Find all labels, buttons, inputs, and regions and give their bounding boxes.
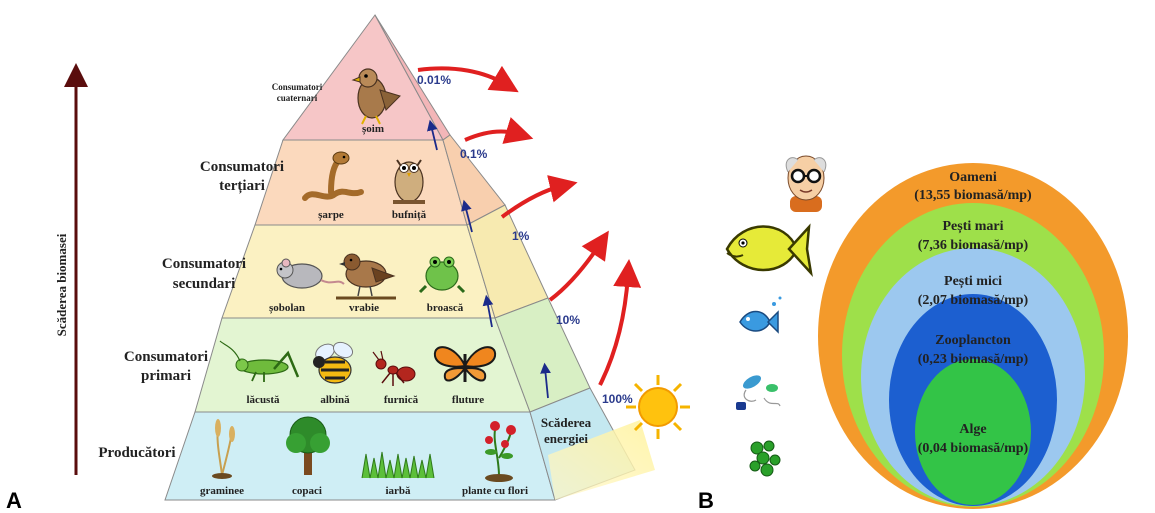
algae-icon xyxy=(750,441,780,476)
ring-value-small-fish: (2,07 biomasă/mp) xyxy=(918,293,1029,308)
percent-secondary: 1% xyxy=(512,229,530,243)
percent-producers: 100% xyxy=(602,392,633,406)
ring-label-humans: Oameni xyxy=(949,170,997,185)
organism-frog-label: broască xyxy=(427,302,464,314)
ring-value-algae: (0,04 biomasă/mp) xyxy=(918,441,1029,456)
organism-rat-label: șobolan xyxy=(269,302,305,314)
organism-snake-label: șarpe xyxy=(318,209,344,221)
title-quaternary-2: cuaternari xyxy=(277,93,318,103)
sun-icon xyxy=(626,375,690,439)
panel-a-letter: A xyxy=(6,488,22,513)
title-quaternary-1: Consumatori xyxy=(272,82,323,92)
organism-ant-label: furnică xyxy=(384,394,419,406)
title-secondary-2: secundari xyxy=(173,276,236,292)
organism-bee-label: albină xyxy=(320,394,350,406)
title-producers: Producători xyxy=(98,445,175,461)
title-primary-2: primari xyxy=(141,368,191,384)
percent-tertiary: 0.1% xyxy=(460,147,488,161)
organism-hawk-label: șoim xyxy=(362,123,384,135)
ring-value-big-fish: (7,36 biomasă/mp) xyxy=(918,238,1029,253)
human-face-icon xyxy=(786,156,826,212)
organism-trees-label: copaci xyxy=(292,485,322,497)
organism-grass-label: iarbă xyxy=(385,485,411,497)
title-primary-1: Consumatori xyxy=(124,349,208,365)
ring-value-zooplankton: (0,23 biomasă/mp) xyxy=(918,352,1029,367)
biomass-axis-label: Scăderea biomasei xyxy=(54,233,69,336)
percent-quaternary: 0.01% xyxy=(417,73,451,87)
ring-label-big-fish: Pești mari xyxy=(942,219,1003,234)
level-tertiary-face xyxy=(255,140,467,225)
energy-label-line-1: Scăderea xyxy=(541,415,592,430)
title-tertiary-2: terțiari xyxy=(219,178,265,194)
percent-primary: 10% xyxy=(556,313,580,327)
organism-grains-label: graminee xyxy=(200,485,244,497)
panel-b-letter: B xyxy=(698,488,714,513)
panel-a-biomass-pyramid: Scăderea biomasei xyxy=(6,15,690,513)
ring-label-algae: Alge xyxy=(959,422,986,437)
organism-grasshopper-label: lăcustă xyxy=(247,394,281,406)
title-tertiary-1: Consumatori xyxy=(200,159,284,175)
big-fish-icon xyxy=(727,227,811,274)
ring-label-small-fish: Pești mici xyxy=(944,274,1002,289)
zooplankton-icon xyxy=(736,373,780,410)
organism-flowering-plants-label: plante cu flori xyxy=(462,485,528,497)
organism-owl-label: bufniță xyxy=(392,209,427,221)
title-secondary-1: Consumatori xyxy=(162,256,246,272)
ring-value-humans: (13,55 biomasă/mp) xyxy=(914,188,1032,203)
energy-label-line-2: energiei xyxy=(544,431,588,446)
organism-butterfly-label: fluture xyxy=(452,394,484,406)
ring-label-zooplankton: Zooplancton xyxy=(935,333,1011,348)
small-fish-icon xyxy=(740,297,782,333)
organism-sparrow-label: vrabie xyxy=(349,302,379,314)
panel-b-biomass-rings: Oameni (13,55 biomasă/mp) Pești mari (7,… xyxy=(698,156,1128,513)
